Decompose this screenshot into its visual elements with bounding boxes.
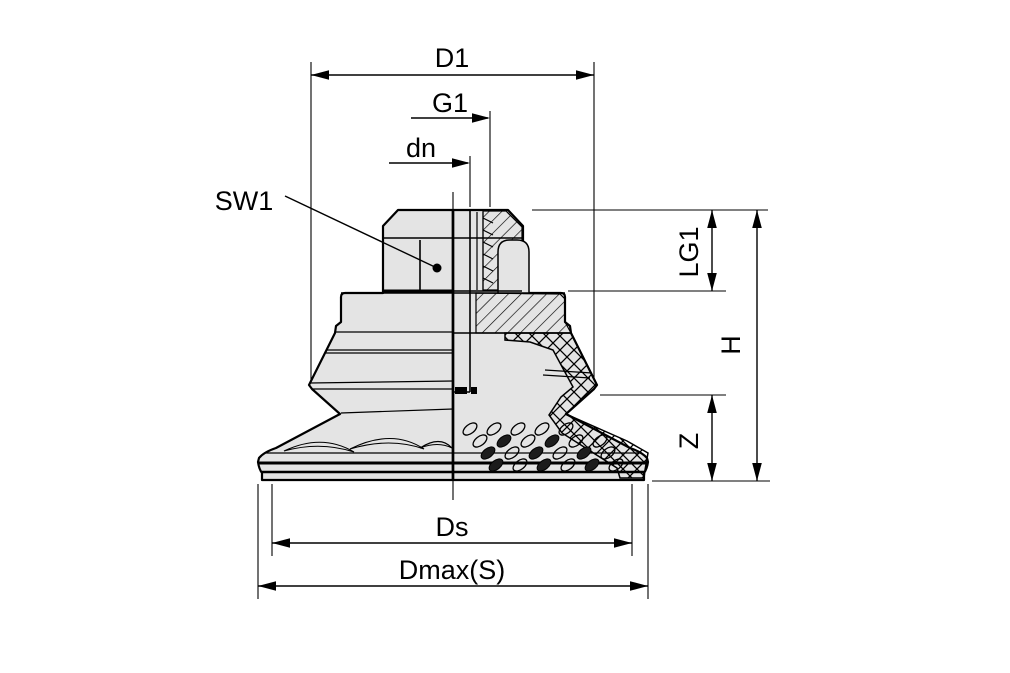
section-crosshatch-bellows-wall [504, 332, 649, 479]
ds-arrow-right [614, 538, 632, 548]
seal-detail [471, 387, 477, 394]
bellows-waist-line [340, 408, 454, 414]
z-arrow-bottom [707, 463, 717, 481]
dimension-labels: D1 G1 dn SW1 LG1 H Z Ds Dmax(S) [215, 43, 746, 585]
thread-minor-lines [476, 212, 484, 290]
dmax-arrow-left [258, 581, 276, 591]
d1-arrow-left [311, 70, 329, 80]
bellows-ridge-lines [326, 349, 453, 354]
ds-arrow-left [272, 538, 290, 548]
suction-cup-body [256, 208, 650, 482]
lg1-arrow-bottom [707, 273, 717, 291]
lg1-arrow-top [707, 210, 717, 228]
extension-lines [257, 62, 770, 599]
g1-arrow [472, 113, 490, 123]
bellows-fold-lines [309, 380, 454, 390]
bellows-ridge-lines-right [542, 369, 593, 379]
section-hatch-fitting-lower [475, 292, 573, 334]
g1-label: G1 [432, 88, 468, 118]
sw1-leader-line [284, 195, 438, 269]
thread-ticks [482, 217, 494, 284]
lip-flow-rib [349, 437, 425, 450]
lip-cleat-texture [462, 422, 624, 472]
dimension-lines [258, 70, 762, 591]
d1-arrow-right [576, 70, 594, 80]
dn-label: dn [406, 133, 436, 163]
ds-label: Ds [436, 512, 469, 542]
dmax-arrow-right [630, 581, 648, 591]
lip-flow-rib [283, 441, 355, 453]
h-arrow-bottom [752, 463, 762, 481]
z-label: Z [674, 433, 704, 450]
d1-label: D1 [435, 43, 470, 73]
sw1-label: SW1 [215, 186, 274, 216]
h-label: H [716, 335, 746, 355]
lg1-label: LG1 [674, 226, 704, 277]
dmax-label: Dmax(S) [399, 555, 506, 585]
sw1-leader-dot [432, 263, 442, 273]
cup-left-external-view [256, 208, 455, 482]
z-arrow-top [707, 395, 717, 413]
dn-arrow [452, 158, 470, 168]
h-arrow-top [752, 210, 762, 228]
section-groove-pocket [497, 239, 530, 294]
seal-detail [455, 387, 467, 394]
